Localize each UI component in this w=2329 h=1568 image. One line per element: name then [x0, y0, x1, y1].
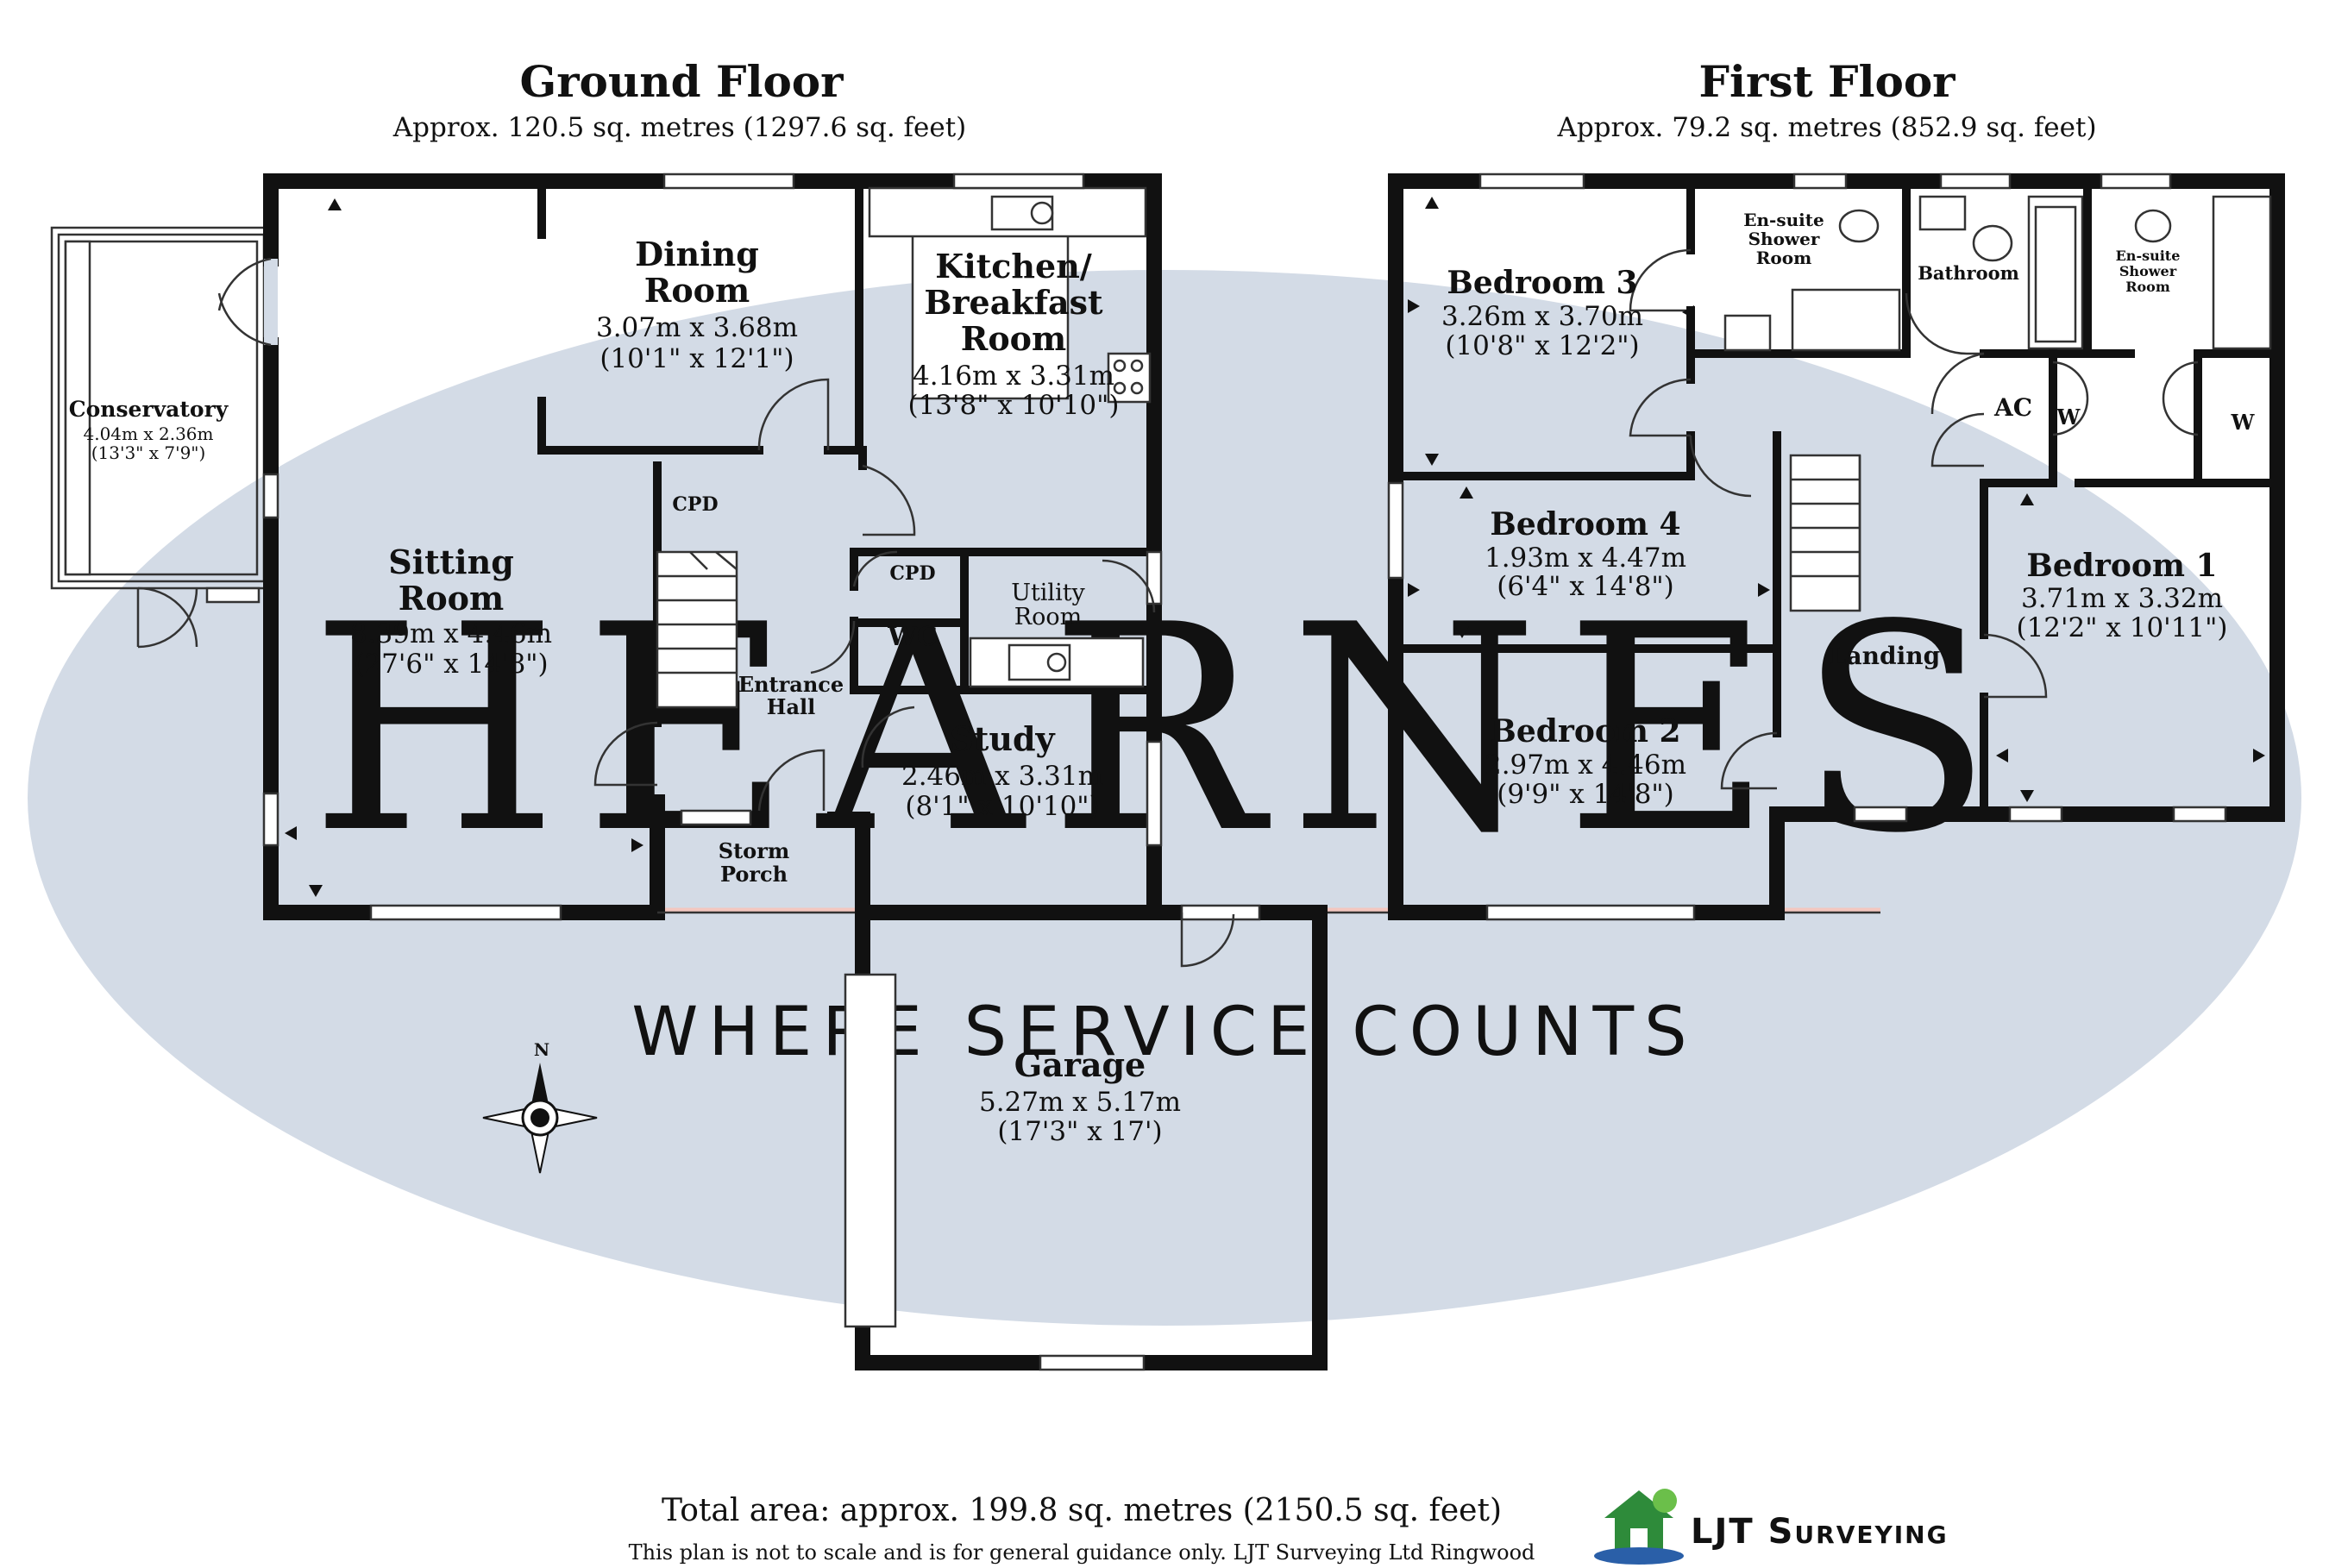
compass-north: N [534, 1039, 549, 1060]
conservatory-name: Conservatory [69, 397, 229, 422]
cpd-2: CPD [889, 562, 935, 585]
kitchen-imperial: (13'8" x 10'10") [907, 390, 1119, 421]
bedroom4-imperial: (6'4" x 14'8") [1497, 571, 1674, 602]
hall-name-1: Entrance [738, 672, 844, 697]
ensuite1-name-1: En-suite [2116, 248, 2181, 264]
ground-floor-plan [50, 172, 1880, 1371]
bathroom-name: Bathroom [1918, 262, 2019, 284]
first-floor-title: First Floor [1698, 56, 1955, 107]
kitchen-metric: 4.16m x 3.31m [913, 361, 1114, 392]
study-metric: 2.46m x 3.31m [901, 761, 1103, 792]
ac-label: AC [1993, 393, 2032, 422]
garage-name: Garage [1014, 1045, 1146, 1084]
ensuite3-name-2: Shower [1748, 229, 1820, 249]
bedroom2-name: Bedroom 2 [1490, 713, 1680, 750]
bedroom3-name: Bedroom 3 [1447, 265, 1637, 301]
ground-floor-labels: Conservatory 4.04m x 2.36m (13'3" x 7'9"… [69, 235, 1181, 1147]
ensuite1-name-3: Room [2125, 279, 2170, 295]
bedroom3-imperial: (10'8" x 12'2") [1445, 330, 1639, 361]
bedroom2-imperial: (9'9" x 14'8") [1497, 779, 1674, 810]
total-area: Total area: approx. 199.8 sq. metres (21… [662, 1493, 1502, 1528]
utility-name-1: Utility [1011, 580, 1085, 606]
porch-name-2: Porch [720, 862, 788, 887]
first-floor-labels: Bedroom 3 3.26m x 3.70m (10'8" x 12'2") … [1441, 210, 2256, 810]
sitting-imperial: (27'6" x 14'8") [354, 649, 548, 680]
porch-name-1: Storm [719, 838, 789, 863]
study-name: Study [950, 719, 1055, 758]
ensuite3-name-3: Room [1756, 248, 1811, 268]
bedroom2-metric: 2.97m x 4.46m [1485, 750, 1686, 781]
conservatory-imperial: (13'3" x 7'9") [91, 442, 206, 463]
landing-name: Landing [1830, 642, 1940, 670]
garage-metric: 5.27m x 5.17m [979, 1087, 1181, 1118]
first-floor-plan [1387, 172, 2285, 921]
bedroom1-metric: 3.71m x 3.32m [2021, 583, 2223, 614]
watermark-brand: HEARNES [310, 564, 2018, 895]
dining-imperial: (10'1" x 12'1") [600, 343, 794, 374]
wc-label: WC [887, 622, 938, 652]
kitchen-name-3: Room [961, 319, 1066, 358]
bedroom4-name: Bedroom 4 [1490, 506, 1680, 543]
ensuite3-name-1: En-suite [1743, 210, 1824, 230]
hall-name-2: Hall [767, 694, 815, 719]
bedroom1-imperial: (12'2" x 10'11") [2016, 612, 2227, 643]
wardrobe-1: W [2056, 405, 2081, 430]
garage-imperial: (17'3" x 17') [997, 1116, 1162, 1147]
bedroom3-metric: 3.26m x 3.70m [1441, 301, 1643, 332]
kitchen-name-1: Kitchen/ [935, 247, 1092, 285]
ground-floor-area: Approx. 120.5 sq. metres (1297.6 sq. fee… [392, 112, 967, 143]
kitchen-name-2: Breakfast [924, 283, 1103, 322]
watermark-tagline: WHERE SERVICE COUNTS [631, 994, 1697, 1071]
conservatory-metric: 4.04m x 2.36m [84, 423, 214, 444]
cpd-1: CPD [672, 493, 718, 516]
ljt-logo-text: LJT Surveying [1691, 1512, 1949, 1552]
sitting-metric: 8.39m x 4.46m [350, 618, 552, 649]
utility-name-2: Room [1014, 604, 1082, 630]
ground-floor-title: Ground Floor [520, 56, 844, 107]
first-floor-area: Approx. 79.2 sq. metres (852.9 sq. feet) [1556, 112, 2096, 143]
bedroom4-metric: 1.93m x 4.47m [1485, 543, 1686, 574]
sitting-name-2: Room [399, 579, 504, 618]
house-logo-icon [1594, 1489, 1684, 1565]
watermark: HEARNES WHERE SERVICE COUNTS [28, 270, 2301, 1326]
study-imperial: (8'1" x 10'10") [905, 791, 1099, 822]
watermark-oval [28, 270, 2301, 1326]
bedroom1-name: Bedroom 1 [2026, 548, 2217, 584]
dining-name-1: Dining [635, 235, 759, 273]
dining-name-2: Room [644, 271, 750, 310]
sitting-name-1: Sitting [388, 543, 514, 581]
ljt-logo: LJT Surveying [1594, 1489, 1949, 1565]
dining-metric: 3.07m x 3.68m [596, 312, 798, 343]
ensuite1-name-2: Shower [2119, 263, 2177, 279]
wardrobe-2: W [2231, 410, 2256, 435]
disclaimer: This plan is not to scale and is for gen… [629, 1540, 1535, 1565]
compass-icon: N [482, 1039, 598, 1174]
